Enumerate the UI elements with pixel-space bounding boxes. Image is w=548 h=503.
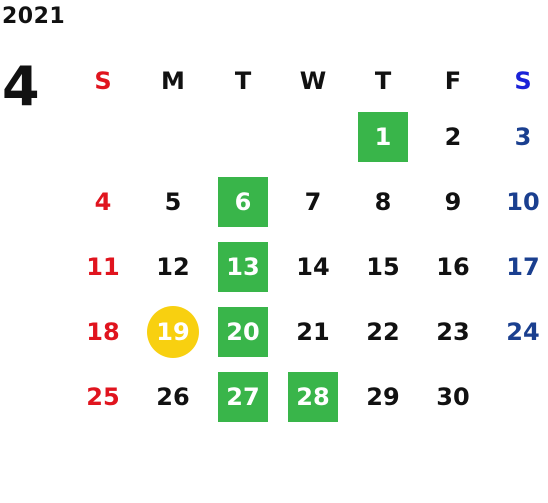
day-cell[interactable]: 22: [348, 299, 418, 364]
day-number: 11: [86, 252, 120, 281]
day-cell[interactable]: 4: [68, 169, 138, 234]
day-cell[interactable]: 25: [68, 364, 138, 429]
day-number: 2: [444, 122, 462, 151]
day-number: 22: [366, 317, 400, 346]
day-cell[interactable]: 13: [208, 234, 278, 299]
day-cell[interactable]: 6: [208, 169, 278, 234]
day-cell[interactable]: 3: [488, 104, 548, 169]
day-cell-empty: [208, 104, 278, 169]
day-number: 24: [506, 317, 540, 346]
day-number-highlighted: 6: [218, 176, 268, 227]
day-cell[interactable]: 29: [348, 364, 418, 429]
day-number: 17: [506, 252, 540, 281]
day-cell[interactable]: 5: [138, 169, 208, 234]
day-number: 21: [296, 317, 330, 346]
day-cell[interactable]: 16: [418, 234, 488, 299]
day-number-highlighted: 20: [218, 306, 268, 357]
day-cell[interactable]: 15: [348, 234, 418, 299]
day-number-highlighted: 1: [358, 111, 408, 162]
day-cell[interactable]: 26: [138, 364, 208, 429]
day-cell[interactable]: 14: [278, 234, 348, 299]
day-number: 18: [86, 317, 120, 346]
weekday-header-saturday: S: [514, 67, 532, 95]
day-number-highlighted: 13: [218, 241, 268, 292]
day-cell[interactable]: 2: [418, 104, 488, 169]
day-cell-empty: [488, 364, 548, 429]
day-cell-empty: [278, 104, 348, 169]
day-cell[interactable]: 27: [208, 364, 278, 429]
weekday-header-thursday: T: [374, 67, 392, 95]
day-number-highlighted: 27: [218, 371, 268, 422]
day-cell[interactable]: 9: [418, 169, 488, 234]
day-cell[interactable]: 30: [418, 364, 488, 429]
day-cell[interactable]: 24: [488, 299, 548, 364]
day-number: 7: [304, 187, 322, 216]
day-cell-empty: [68, 104, 138, 169]
day-cell[interactable]: 20: [208, 299, 278, 364]
day-cell-today[interactable]: 19: [138, 299, 208, 364]
day-number: 30: [436, 382, 470, 411]
day-cell[interactable]: 7: [278, 169, 348, 234]
day-number: 15: [366, 252, 400, 281]
day-number: 23: [436, 317, 470, 346]
day-cell[interactable]: 18: [68, 299, 138, 364]
day-cell[interactable]: 1: [348, 104, 418, 169]
day-number: 26: [156, 382, 190, 411]
day-cell-empty: [138, 104, 208, 169]
day-number-today: 19: [147, 305, 199, 358]
day-cell[interactable]: 17: [488, 234, 548, 299]
day-cell[interactable]: 11: [68, 234, 138, 299]
year-label: 2021: [2, 4, 66, 29]
day-number: 5: [164, 187, 182, 216]
weekday-header-monday: M: [161, 67, 185, 95]
day-cell[interactable]: 10: [488, 169, 548, 234]
day-number: 3: [514, 122, 532, 151]
day-number: 16: [436, 252, 470, 281]
month-number: 4: [2, 55, 40, 118]
day-number: 8: [374, 187, 392, 216]
day-cell[interactable]: 12: [138, 234, 208, 299]
day-number: 25: [86, 382, 120, 411]
day-cell[interactable]: 21: [278, 299, 348, 364]
day-number: 12: [156, 252, 190, 281]
day-number: 4: [94, 187, 112, 216]
weekday-header-wednesday: W: [299, 67, 327, 95]
weekday-header-sunday: S: [94, 67, 112, 95]
weekday-header-friday: F: [444, 67, 462, 95]
day-number-highlighted: 28: [288, 371, 338, 422]
day-number: 10: [506, 187, 540, 216]
day-number: 14: [296, 252, 330, 281]
day-cell[interactable]: 23: [418, 299, 488, 364]
day-number: 29: [366, 382, 400, 411]
calendar-grid: S M T W T F S 1 2 3 4 5 6 7 8 9 10 11 12…: [68, 58, 548, 429]
weekday-header-tuesday: T: [234, 67, 252, 95]
day-cell[interactable]: 8: [348, 169, 418, 234]
day-cell[interactable]: 28: [278, 364, 348, 429]
day-number: 9: [444, 187, 462, 216]
